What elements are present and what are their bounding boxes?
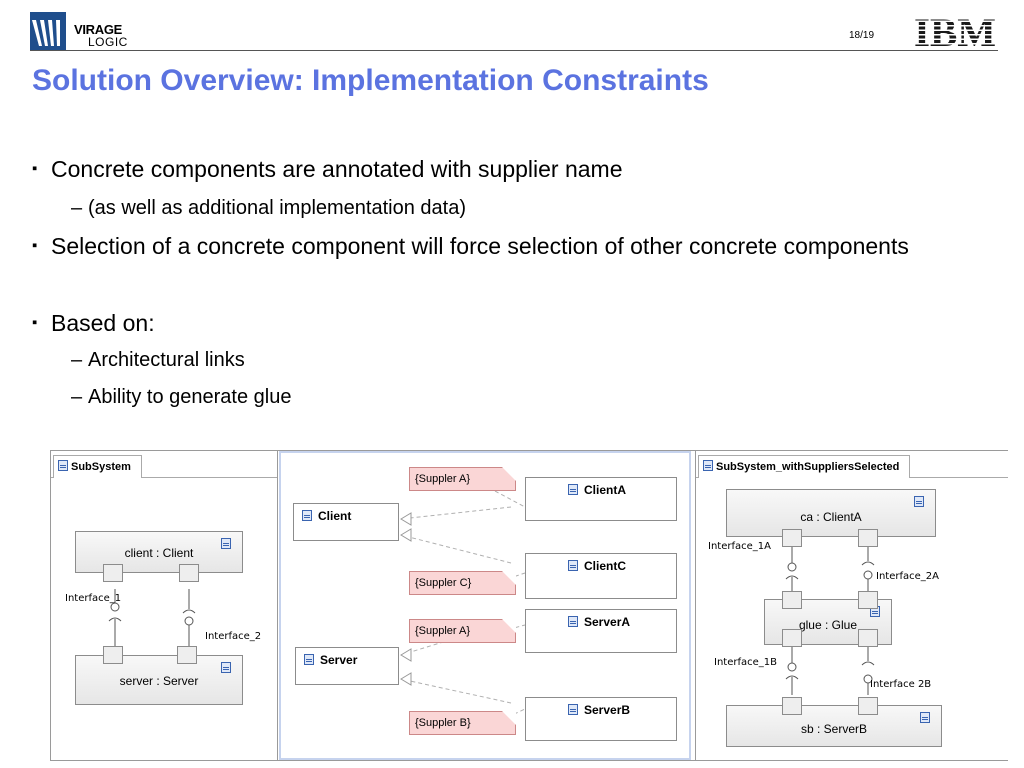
port[interactable] bbox=[782, 629, 802, 647]
bullet-1-sub-1: –(as well as additional implementation d… bbox=[71, 195, 466, 221]
port[interactable] bbox=[858, 591, 878, 609]
slide-title: Solution Overview: Implementation Constr… bbox=[32, 64, 709, 97]
subsystem-panel: SubSystem client : Client server : Serve… bbox=[51, 451, 278, 760]
client-instance-label: client : Client bbox=[124, 546, 194, 560]
tab-subsystem-with-suppliers[interactable]: SubSystem_withSuppliersSelected bbox=[698, 455, 911, 478]
bullet-3-sub-2-text: Ability to generate glue bbox=[88, 386, 292, 408]
client-class-label: Client bbox=[318, 509, 352, 523]
server-class-label: Server bbox=[320, 653, 358, 667]
header-divider bbox=[30, 50, 998, 51]
bullet-marker: ▪ bbox=[32, 314, 38, 331]
bullet-3-sub-1: –Architectural links bbox=[71, 347, 245, 373]
interface-1-label: Interface_1 bbox=[65, 593, 122, 604]
left-interface-lines bbox=[108, 589, 196, 652]
component-icon bbox=[221, 538, 231, 549]
component-icon bbox=[221, 662, 231, 673]
page-number: 18/19 bbox=[849, 30, 875, 41]
servera-label: ServerA bbox=[584, 615, 631, 629]
supplier-note-clientc[interactable]: {Suppler C} bbox=[409, 571, 516, 595]
virage-logic-logo: VIRAGE LOGIC bbox=[30, 12, 134, 50]
interface-2a-label: Interface_2A bbox=[876, 571, 939, 582]
abstract-component-client[interactable]: Client bbox=[293, 503, 399, 541]
component-selection-panel: Client Server ClientA ClientC ServerA Se… bbox=[279, 451, 691, 760]
abstract-component-server[interactable]: Server bbox=[295, 647, 399, 685]
clienta-instance-label: ca : ClientA bbox=[800, 510, 862, 524]
tab-subsystem[interactable]: SubSystem bbox=[53, 455, 142, 478]
component-icon bbox=[304, 654, 314, 665]
ibm-logo-text: IBM bbox=[914, 13, 996, 49]
ibm-logo: IBM bbox=[914, 13, 996, 49]
component-icon bbox=[703, 460, 713, 471]
port[interactable] bbox=[782, 591, 802, 609]
concrete-component-clienta[interactable]: ClientA bbox=[525, 477, 677, 521]
bullet-3-text: Based on: bbox=[51, 310, 155, 336]
concrete-component-servera[interactable]: ServerA bbox=[525, 609, 677, 653]
port[interactable] bbox=[179, 564, 199, 582]
logo-word-virage: VIRAGE bbox=[74, 22, 123, 37]
component-icon bbox=[568, 616, 578, 627]
client-instance-box[interactable]: client : Client bbox=[75, 531, 243, 573]
component-icon bbox=[302, 510, 312, 521]
bullet-3-sub-1-text: Architectural links bbox=[88, 349, 245, 371]
bullet-1-sub-1-text: (as well as additional implementation da… bbox=[88, 197, 466, 219]
subsystem-with-suppliers-panel: SubSystem_withSuppliersSelected ca : Cli… bbox=[695, 451, 1008, 760]
dash-marker: – bbox=[71, 386, 83, 408]
serverb-instance-label: sb : ServerB bbox=[800, 722, 868, 736]
glue-instance-label: glue : Glue bbox=[798, 618, 858, 632]
serverb-label: ServerB bbox=[584, 703, 631, 717]
component-icon bbox=[568, 704, 578, 715]
clienta-label: ClientA bbox=[584, 483, 626, 497]
component-icon bbox=[920, 712, 930, 723]
port[interactable] bbox=[782, 697, 802, 715]
server-instance-box[interactable]: server : Server bbox=[75, 655, 243, 705]
interface-1b-label: Interface_1B bbox=[714, 657, 777, 668]
port[interactable] bbox=[858, 697, 878, 715]
concrete-component-clientc[interactable]: ClientC bbox=[525, 553, 677, 599]
clientc-label: ClientC bbox=[584, 559, 626, 573]
port[interactable] bbox=[103, 564, 123, 582]
port[interactable] bbox=[177, 646, 197, 664]
logo-word-logic: LOGIC bbox=[88, 35, 128, 49]
concrete-component-serverb[interactable]: ServerB bbox=[525, 697, 677, 741]
bullet-marker: ▪ bbox=[32, 160, 38, 177]
bullet-3-sub-2: –Ability to generate glue bbox=[71, 384, 291, 410]
serverb-instance-box[interactable]: sb : ServerB bbox=[726, 705, 942, 747]
server-instance-label: server : Server bbox=[119, 674, 199, 688]
port[interactable] bbox=[782, 529, 802, 547]
interface-2-label: Interface_2 bbox=[205, 631, 262, 642]
bullet-2-text: Selection of a concrete component will f… bbox=[51, 233, 909, 259]
tab-underline bbox=[51, 477, 277, 478]
port[interactable] bbox=[858, 529, 878, 547]
dash-marker: – bbox=[71, 349, 83, 371]
supplier-note-serverb[interactable]: {Suppler B} bbox=[409, 711, 516, 735]
tab-subsystem-label: SubSystem bbox=[71, 461, 131, 473]
component-icon bbox=[58, 460, 68, 471]
port[interactable] bbox=[103, 646, 123, 664]
tab-subsystem-with-suppliers-label: SubSystem_withSuppliersSelected bbox=[716, 461, 900, 473]
architecture-figure: SubSystem client : Client server : Serve… bbox=[50, 450, 1008, 761]
dash-marker: – bbox=[71, 197, 83, 219]
port[interactable] bbox=[858, 629, 878, 647]
component-icon bbox=[914, 496, 924, 507]
component-icon bbox=[568, 560, 578, 571]
supplier-note-servera[interactable]: {Suppler A} bbox=[409, 619, 516, 643]
supplier-note-clienta[interactable]: {Suppler A} bbox=[409, 467, 516, 491]
interface-1a-label: Interface_1A bbox=[708, 541, 771, 552]
right-interface-lines bbox=[785, 547, 875, 695]
bullet-marker: ▪ bbox=[32, 237, 38, 254]
component-icon bbox=[568, 484, 578, 495]
bullet-1-text: Concrete components are annotated with s… bbox=[51, 156, 623, 182]
clienta-instance-box[interactable]: ca : ClientA bbox=[726, 489, 936, 537]
virage-logo-mark bbox=[30, 12, 66, 50]
interface-2b-label: Interface 2B bbox=[870, 679, 932, 690]
